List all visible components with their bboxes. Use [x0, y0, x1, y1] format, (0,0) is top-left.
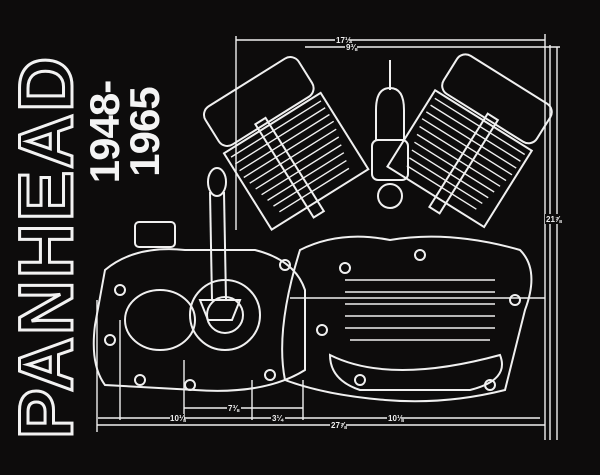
kicker-pipe [198, 167, 242, 321]
dim-bottom-mid-upper: 7⅜ [228, 404, 240, 413]
crankcase [281, 235, 533, 403]
dim-bottom-right: 10⅛ [388, 414, 405, 423]
rear-cylinder [386, 53, 553, 229]
dim-bottom-left: 10⅛ [170, 414, 187, 423]
dim-bottom-overall: 27⅞ [331, 421, 348, 430]
dim-right-height: 21⅞ [546, 215, 563, 224]
front-cylinder [203, 56, 370, 232]
dim-bottom-mid: 3¼ [272, 414, 284, 423]
dim-top-inner: 9⅜ [346, 43, 358, 52]
dim-top-overall: 17¼ [336, 36, 353, 45]
carburetor [371, 60, 409, 209]
transmission [92, 221, 306, 392]
